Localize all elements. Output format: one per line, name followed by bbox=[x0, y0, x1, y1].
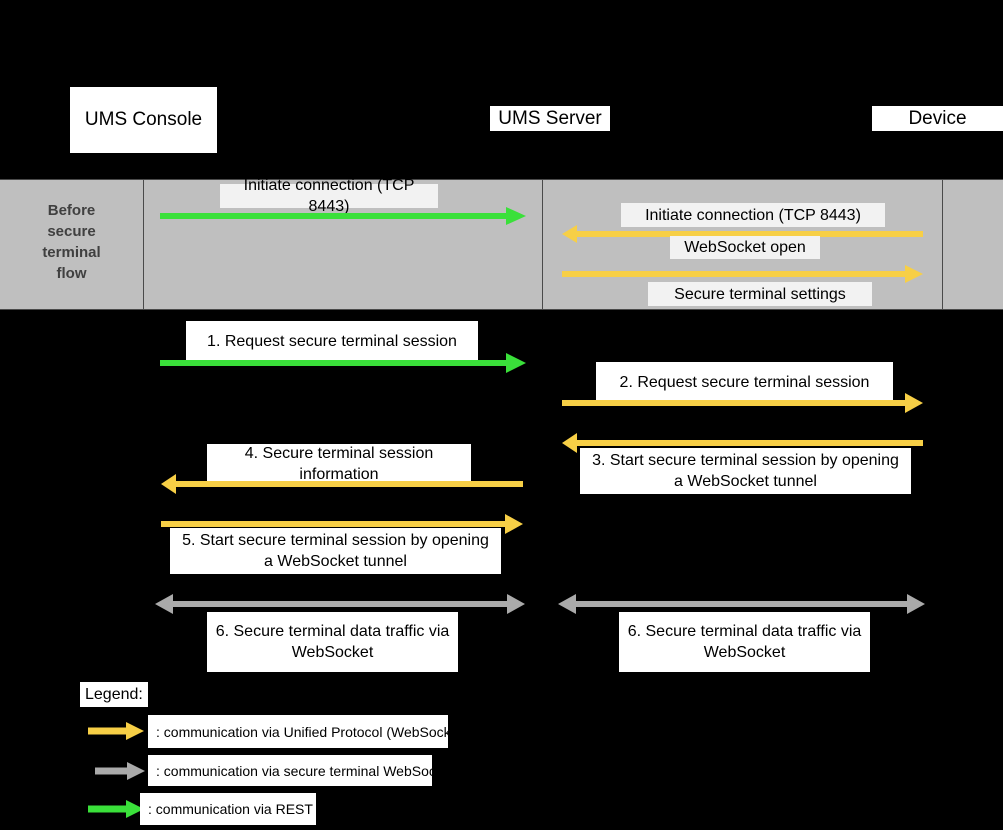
step-1-label: 1. Request secure terminal session bbox=[186, 321, 478, 361]
band-arrow-up-left-1 bbox=[562, 224, 923, 244]
step-3-label-line-2: a WebSocket tunnel bbox=[674, 473, 817, 490]
phase-band-label-line-3: terminal bbox=[42, 244, 101, 261]
step-4-arrow bbox=[161, 474, 523, 494]
step-6-left-arrow bbox=[155, 594, 525, 614]
step-6-right-label-line-2: WebSocket bbox=[703, 644, 786, 661]
participant-device: Device bbox=[872, 106, 1003, 131]
step-6-right-label-line-1: 6. Secure terminal data traffic via bbox=[627, 623, 862, 640]
step-1-arrow bbox=[160, 353, 526, 373]
band-message-label-4: Secure terminal settings bbox=[648, 282, 872, 306]
legend-swatch-rest-icon bbox=[88, 800, 144, 818]
legend-swatch-secure-terminal-websocket-icon bbox=[95, 762, 145, 780]
step-3-arrow bbox=[562, 433, 923, 453]
step-6-right-arrow bbox=[558, 594, 925, 614]
step-2-arrow bbox=[562, 393, 923, 413]
participant-ums-console: UMS Console bbox=[70, 87, 217, 153]
phase-band-label-line-1: Before bbox=[47, 202, 96, 219]
step-6-left-label-line-2: WebSocket bbox=[291, 644, 374, 661]
participant-ums-server: UMS Server bbox=[490, 106, 610, 131]
band-message-label-3: WebSocket open bbox=[670, 236, 820, 259]
phase-band-label: Before secure terminal flow bbox=[2, 200, 141, 284]
band-arrow-up-right-1 bbox=[562, 264, 923, 284]
legend-entry-rest: : communication via REST bbox=[140, 793, 316, 825]
step-4-label: 4. Secure terminal session information bbox=[207, 444, 471, 483]
band-message-label-2: Initiate connection (TCP 8443) bbox=[621, 203, 885, 227]
step-3-label: 3. Start secure terminal session by open… bbox=[580, 448, 911, 494]
step-5-label-line-1: 5. Start secure terminal session by open… bbox=[182, 532, 489, 549]
legend-title: Legend: bbox=[80, 682, 148, 707]
band-divider-1 bbox=[143, 179, 144, 310]
band-message-label-1: Initiate connection (TCP 8443) bbox=[220, 177, 438, 215]
phase-band-label-line-2: secure bbox=[47, 223, 96, 240]
step-5-label: 5. Start secure terminal session by open… bbox=[170, 528, 501, 574]
band-divider-2 bbox=[542, 179, 543, 310]
band-divider-3 bbox=[942, 179, 943, 310]
phase-band-label-line-4: flow bbox=[56, 265, 87, 282]
step-2-label: 2. Request secure terminal session bbox=[596, 362, 893, 402]
step-5-label-line-2: a WebSocket tunnel bbox=[264, 553, 407, 570]
step-5-arrow bbox=[161, 514, 523, 534]
step-6-left-label: 6. Secure terminal data traffic via WebS… bbox=[207, 612, 458, 672]
step-4-label-line-1: 4. Secure terminal session bbox=[244, 444, 434, 462]
step-3-label-line-1: 3. Start secure terminal session by open… bbox=[592, 452, 899, 469]
step-6-left-label-line-1: 6. Secure terminal data traffic via bbox=[215, 623, 450, 640]
band-arrow-rest-right bbox=[160, 206, 526, 226]
step-6-right-label: 6. Secure terminal data traffic via WebS… bbox=[619, 612, 870, 672]
legend-entry-unified-protocol: : communication via Unified Protocol (We… bbox=[148, 715, 467, 748]
legend-entry-secure-terminal-websocket: : communication via secure terminal WebS… bbox=[148, 755, 455, 786]
legend-swatch-unified-protocol-icon bbox=[88, 722, 144, 740]
step-4-label-line-2: information bbox=[299, 465, 379, 483]
